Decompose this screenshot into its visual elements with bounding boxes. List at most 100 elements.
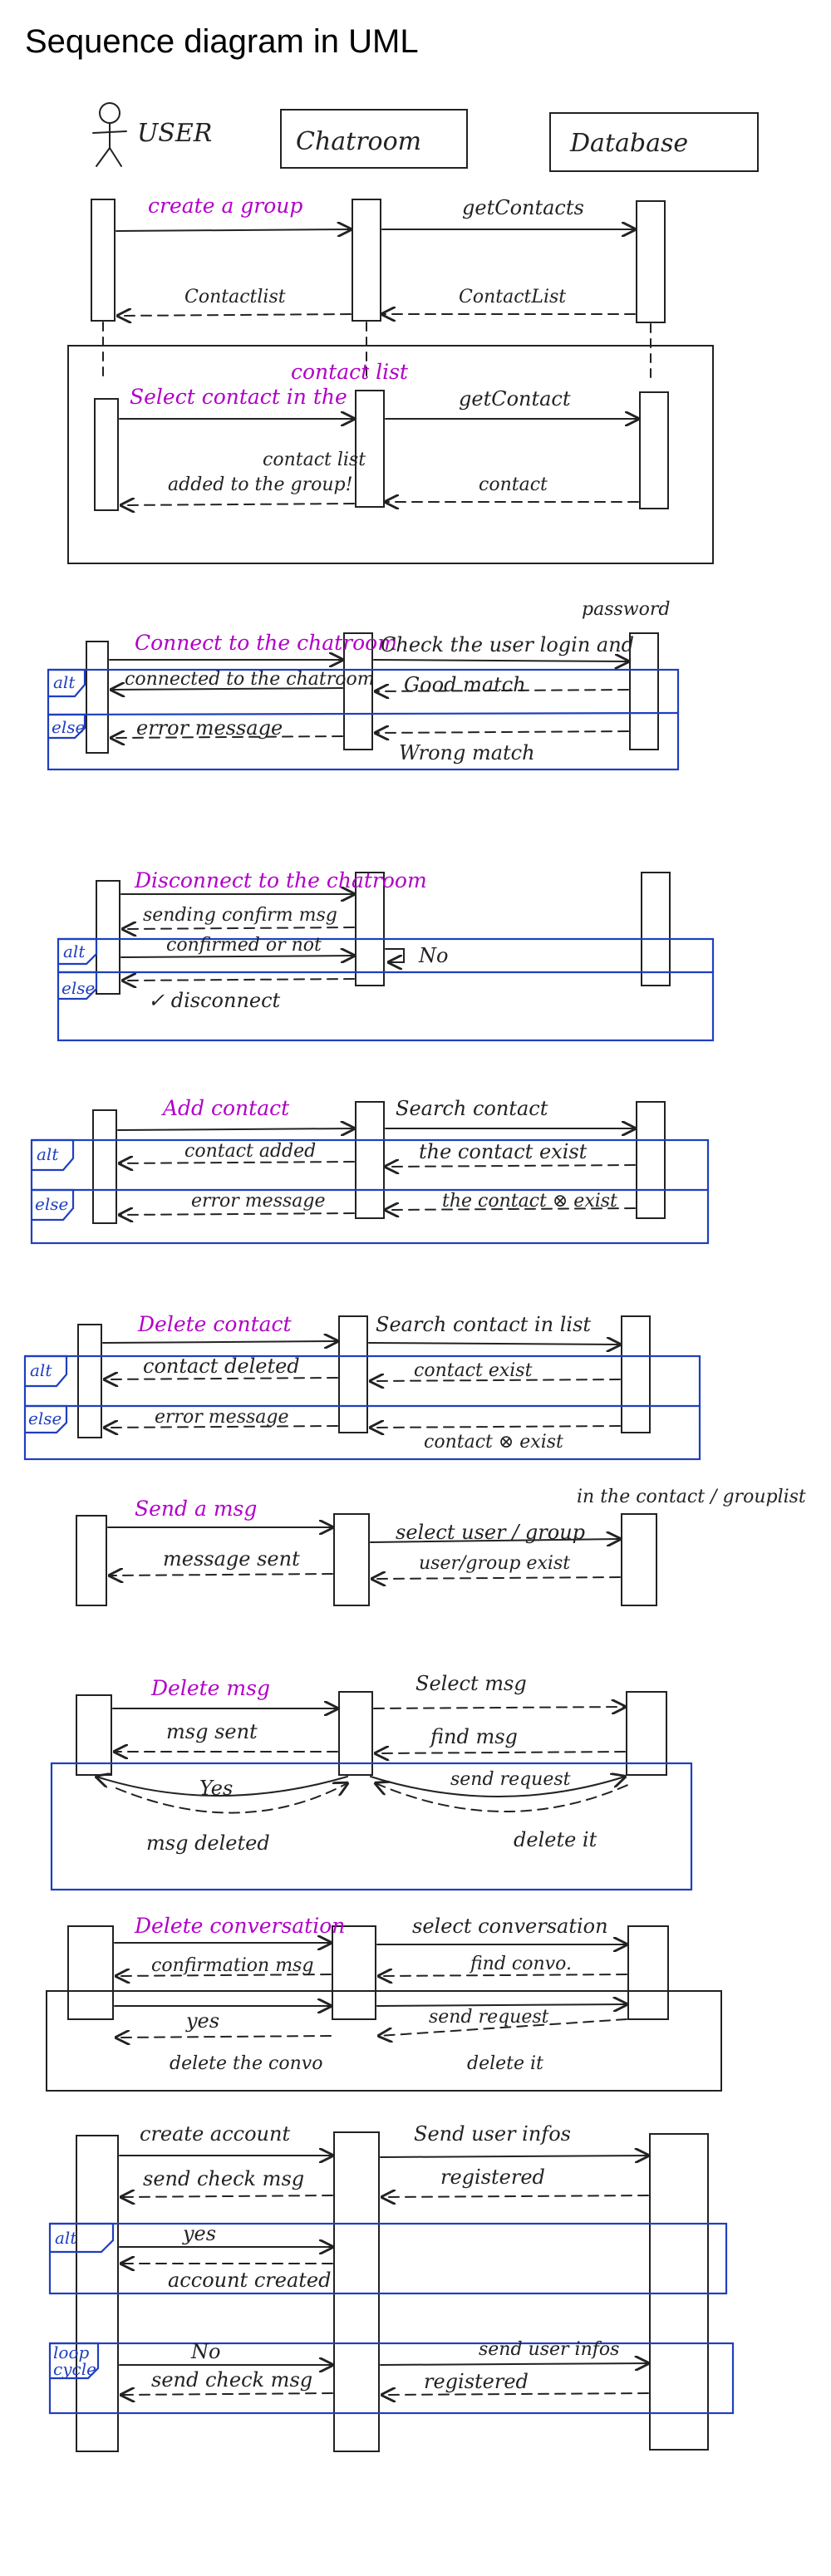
msg-error-message-delete: error message — [155, 1407, 289, 1428]
msg-send-a-msg: Send a msg — [135, 1497, 257, 1521]
msg-create-group: create a group — [148, 194, 302, 218]
msg-disconnect: ✓ disconnect — [148, 989, 281, 1012]
msg-add-contact: Add contact — [161, 1096, 290, 1120]
msg-connect: Connect to the chatroom — [135, 631, 397, 655]
else-label-connect: else — [52, 717, 85, 737]
msg-select-conversation: select conversation — [412, 1915, 608, 1938]
msg-send-request-convo: send request — [429, 2007, 549, 2028]
section-disconnect — [96, 872, 671, 995]
frame-delete-message — [50, 1762, 693, 1891]
msg-get-contacts: getContacts — [462, 196, 584, 219]
msg-select-user: select user / group — [396, 1521, 585, 1544]
msg-wrong-match: Wrong match — [399, 741, 535, 764]
section-create-group — [67, 199, 714, 564]
msg-account-created: account created — [168, 2269, 331, 2292]
msg-send-request-msg: send request — [450, 1769, 571, 1790]
msg-yes-account: yes — [182, 2222, 216, 2245]
msg-find-msg: find msg — [429, 1725, 518, 1748]
msg-contact-exist-delete: contact exist — [414, 1360, 533, 1381]
participant-chatroom-label: Chatroom — [296, 127, 421, 156]
else-label-disconnect: else — [61, 978, 95, 998]
msg-contact-not-exist: the contact ⊗ exist — [442, 1191, 617, 1212]
msg-contact-list-mid: contact list — [263, 450, 366, 470]
alt-frame-add-contact — [30, 1138, 710, 1245]
participant-user-label: USER — [137, 119, 212, 148]
msg-disconnect-request: Disconnect to the chatroom — [134, 868, 427, 892]
msg-contact-added: contact added — [184, 1141, 316, 1162]
alt-frame-disconnect — [57, 937, 715, 1042]
section-create-account — [76, 2131, 709, 2452]
msg-confirmation-msg: confirmation msg — [151, 1955, 313, 1976]
msg-registered-loop: registered — [424, 2370, 529, 2393]
alt-label-disconnect: alt — [63, 941, 86, 961]
alt-label-create-account: alt — [55, 2228, 77, 2248]
else-label-delete-contact: else — [28, 1408, 61, 1428]
msg-send-user-infos: Send user infos — [414, 2122, 571, 2146]
msg-no-account: No — [190, 2340, 220, 2363]
msg-in-list-note: in the contact / grouplist — [577, 1487, 806, 1507]
msg-delete-contact: Delete contact — [137, 1312, 293, 1336]
msg-no: No — [418, 944, 448, 967]
msg-confirmed-or-not: confirmed or not — [166, 935, 322, 956]
msg-yes-delete-convo: yes — [185, 2009, 219, 2033]
msg-select-contact: Select contact in the — [130, 385, 347, 409]
msg-good-match: Good match — [404, 673, 526, 696]
msg-user-exist: user/group exist — [419, 1553, 570, 1574]
msg-search-in-list: Search contact in list — [376, 1313, 591, 1336]
msg-error-message-connect: error message — [136, 716, 283, 740]
msg-registered: registered — [440, 2166, 545, 2189]
msg-check-login: Check the user login and — [381, 633, 634, 656]
msg-contact-not-exist-delete: contact ⊗ exist — [424, 1432, 563, 1453]
msg-message-sent: message sent — [163, 1547, 300, 1571]
msg-error-message-add: error message — [191, 1191, 326, 1212]
msg-find-convo: find convo. — [469, 1954, 572, 1974]
participant-database-label: Database — [569, 129, 688, 158]
alt-frame-create-account — [48, 2222, 728, 2295]
msg-yes-delete-msg: Yes — [199, 1777, 233, 1800]
msg-contact-list-note: contact list — [291, 360, 409, 384]
actor-user-icon — [92, 102, 127, 167]
loop-label: loop — [53, 2342, 89, 2362]
section-delete-contact — [77, 1315, 651, 1438]
msg-delete-the-convo: delete the convo — [170, 2053, 322, 2074]
msg-contact-list-db-return: ContactList — [459, 287, 566, 307]
msg-delete-conversation: Delete conversation — [134, 1914, 345, 1938]
msg-contact-deleted: contact deleted — [143, 1354, 300, 1378]
msg-send-check-msg-loop: send check msg — [151, 2368, 312, 2392]
msg-search-contact: Search contact — [396, 1097, 548, 1120]
alt-frame-connect — [47, 668, 680, 771]
msg-msg-deleted: msg deleted — [146, 1831, 270, 1855]
section-delete-message — [76, 1691, 667, 1814]
msg-delete-msg: Delete msg — [150, 1676, 270, 1700]
msg-contact-exist: the contact exist — [419, 1140, 588, 1163]
alt-label-connect: alt — [53, 672, 76, 692]
msg-send-check-msg: send check msg — [143, 2167, 304, 2190]
alt-label-delete-contact: alt — [30, 1360, 52, 1380]
msg-create-account: create account — [140, 2122, 290, 2146]
msg-added-to-group: added to the group! — [168, 474, 352, 495]
msg-contact-list-return: Contactlist — [184, 287, 286, 307]
section-connect — [86, 632, 659, 754]
section-add-contact — [92, 1101, 666, 1224]
cycle-label: cycle — [53, 2359, 96, 2379]
else-label-add-contact: else — [35, 1194, 68, 1214]
participant-chatroom-box — [280, 109, 468, 169]
msg-send-user-infos-loop: send user infos — [479, 2339, 619, 2360]
alt-label-add-contact: alt — [37, 1144, 59, 1164]
msg-get-contact: getContact — [459, 387, 571, 410]
msg-msg-sent: msg sent — [166, 1720, 258, 1743]
msg-sending-confirm: sending confirm msg — [143, 905, 337, 926]
msg-select-msg: Select msg — [416, 1672, 527, 1695]
msg-delete-it-msg: delete it — [514, 1828, 597, 1851]
section-delete-conversation — [46, 1925, 722, 2092]
msg-contact-return: contact — [479, 474, 548, 495]
msg-password-note: password — [582, 599, 670, 620]
section-send-message — [76, 1513, 657, 1606]
page-title: Sequence diagram in UML — [25, 23, 419, 60]
participant-database-box — [549, 112, 759, 172]
msg-delete-it-convo: delete it — [467, 2053, 543, 2074]
alt-frame-delete-contact — [23, 1354, 701, 1461]
msg-connected: connected to the chatroom — [125, 669, 375, 690]
loop-frame-create-account — [48, 2342, 735, 2415]
